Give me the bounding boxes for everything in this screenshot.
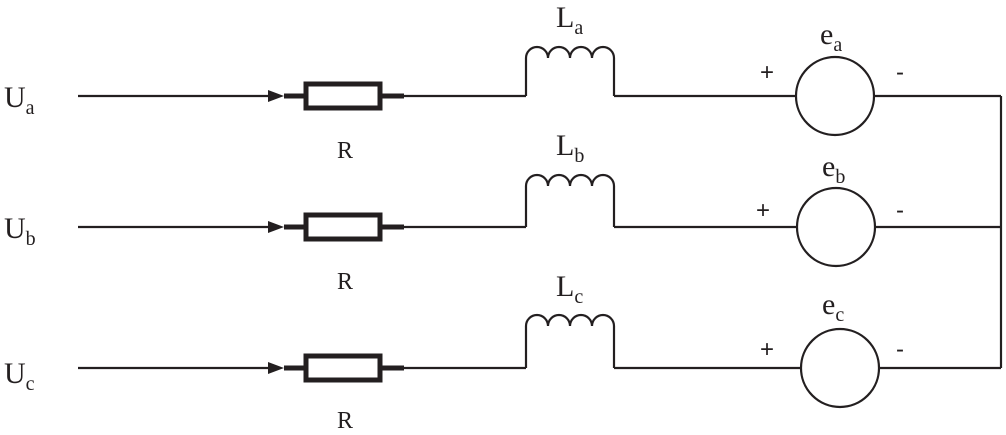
inductor-label-c: Lc <box>556 270 583 308</box>
emf-source-c <box>799 327 881 409</box>
resistor-label-b: R <box>337 269 353 295</box>
plus-sign-c: + <box>760 336 774 363</box>
resistor-c <box>303 353 383 383</box>
input-arrow-c <box>268 362 284 374</box>
inductor-c <box>524 313 616 368</box>
input-arrow-a <box>268 90 284 102</box>
minus-sign-a: - <box>896 59 904 86</box>
input-arrow-b <box>268 221 284 233</box>
input-label-b: Ub <box>4 212 36 250</box>
emf-source-b <box>795 186 877 268</box>
resistor-label-c: R <box>337 408 353 434</box>
phase-b-branch: Ub R Lb eb + - <box>4 129 1001 295</box>
input-label-c: Uc <box>4 357 35 395</box>
phase-c-branch: Uc R Lc ec + - <box>4 270 1001 434</box>
inductor-a <box>524 45 616 96</box>
resistor-b <box>303 212 383 242</box>
minus-sign-b: - <box>896 197 904 224</box>
resistor-label-a: R <box>337 138 353 164</box>
input-label-a: Ua <box>4 81 35 119</box>
inductor-label-a: La <box>556 1 583 39</box>
plus-sign-b: + <box>756 197 770 224</box>
emf-label-a: ea <box>820 18 842 56</box>
minus-sign-c: - <box>896 336 904 363</box>
inductor-b <box>524 173 616 227</box>
inductor-label-b: Lb <box>556 129 584 167</box>
resistor-a <box>303 81 383 111</box>
emf-label-c: ec <box>822 288 844 326</box>
phase-a-branch: Ua R La ea + - <box>4 1 1001 164</box>
emf-source-a <box>794 55 876 137</box>
emf-label-b: eb <box>822 150 845 188</box>
plus-sign-a: + <box>760 59 774 86</box>
